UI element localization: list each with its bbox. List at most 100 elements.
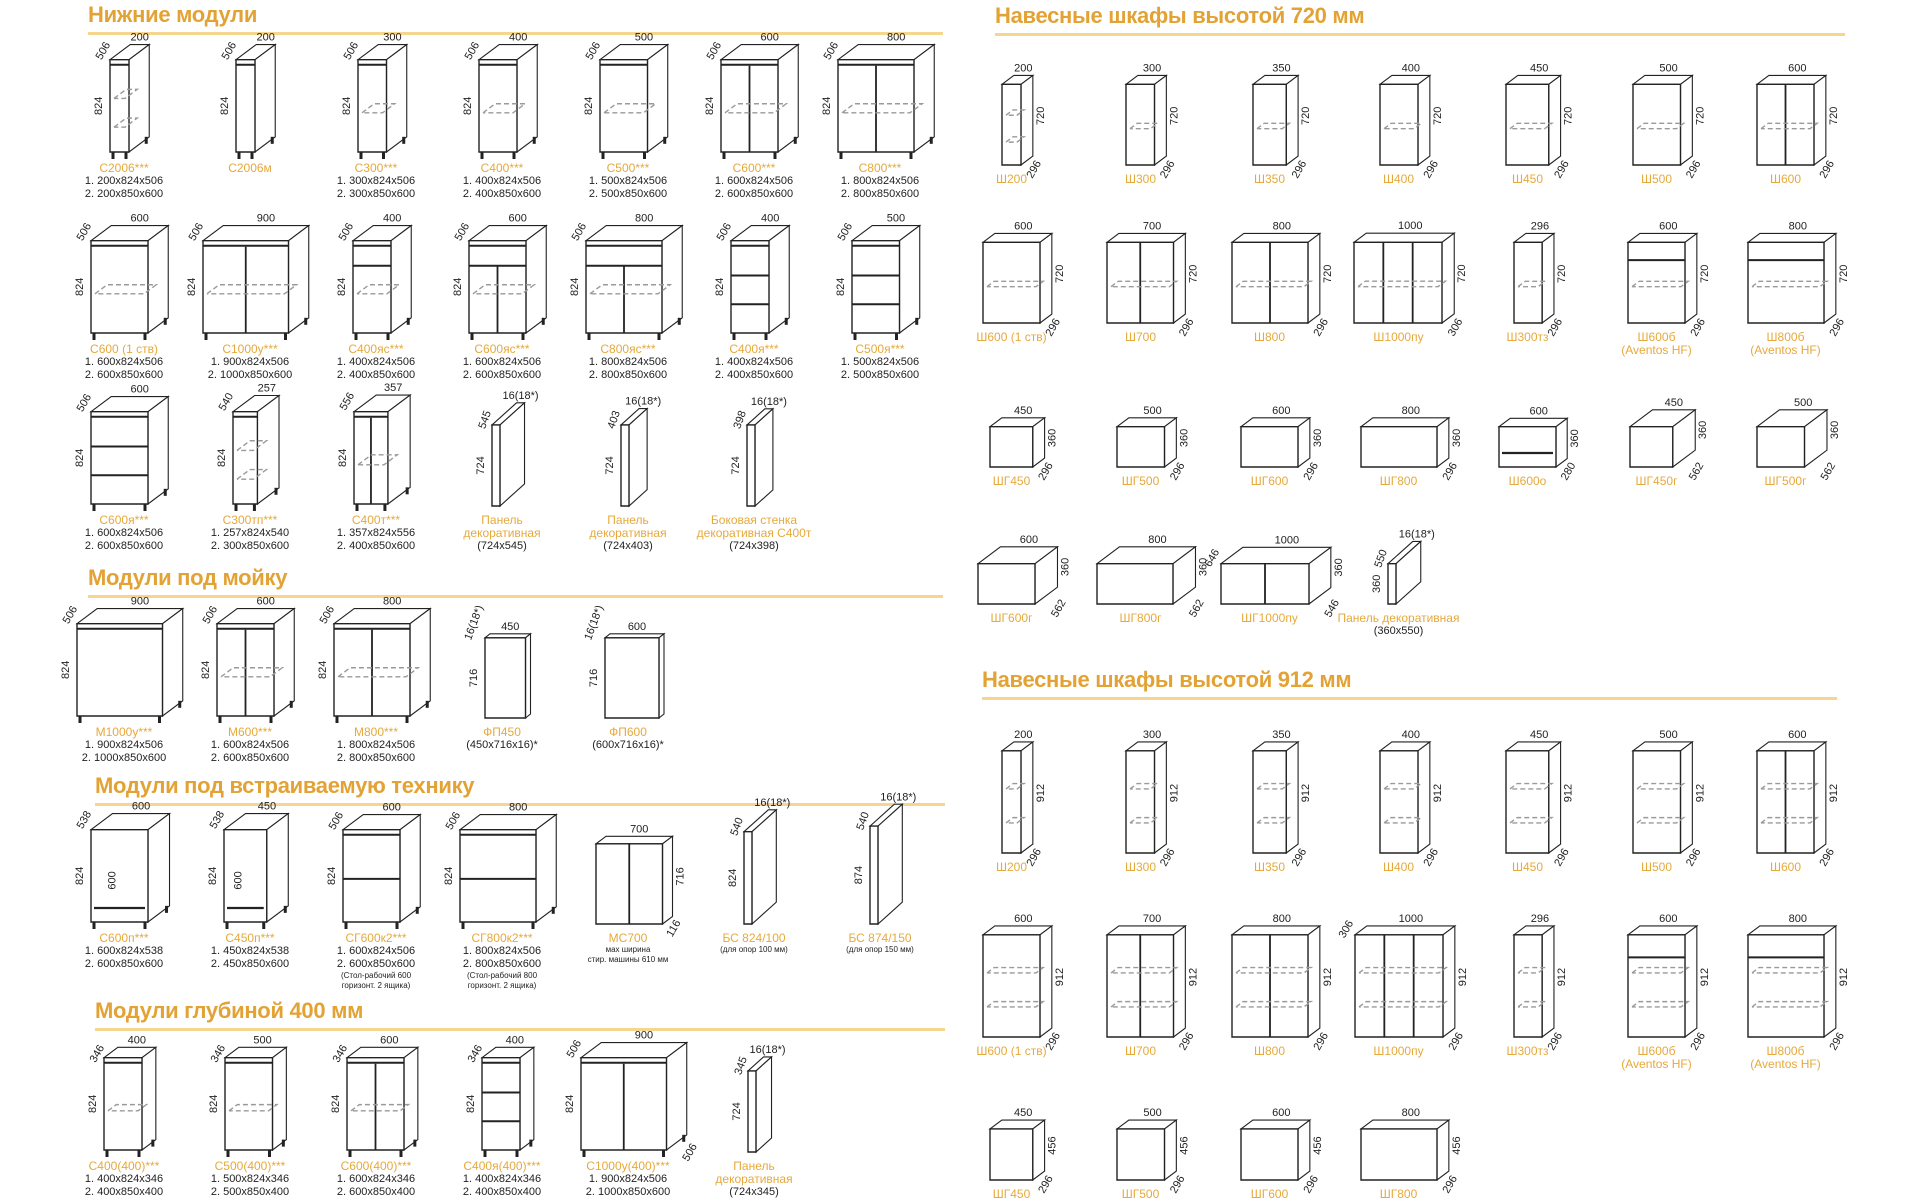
width-dimension: 450 [1530,729,1548,741]
width-dimension: 450 [1014,1107,1032,1119]
height-dimension: 824 [462,97,474,115]
shelf-dashed [236,440,269,452]
width-dimension: 400 [761,213,779,225]
item-name: ФП600 [609,725,647,739]
shelf-dashed [1110,1000,1179,1008]
shelf-dashed [1760,782,1820,790]
cabinet-leg [151,1139,155,1147]
cabinet-side [1541,232,1555,325]
width-dimension: 350 [1272,729,1290,741]
item-note: стир. машины 610 мм [587,955,669,964]
cabinet-leg [283,905,287,913]
item-name: ШГ600г [990,611,1033,625]
cabinet-front [620,424,630,507]
cabinet-front [1116,425,1166,468]
cabinet-front [235,59,256,153]
shelf-dashed [1005,136,1027,143]
cabinet-front [491,424,501,507]
cabinet-side [399,813,421,924]
cabinet-leg [143,333,147,340]
cabinet-leg [304,317,308,325]
height-dimension: 912 [1322,968,1334,986]
section-heading: Модули глубиной 400 мм [95,998,364,1023]
height-dimension: 824 [465,1095,477,1113]
cabinet-side [1436,1118,1450,1182]
item-name: С2006*** [99,161,149,175]
cabinet-front [1747,934,1825,1038]
cabinet-leg [218,716,222,723]
item-name: С500я*** [855,342,905,356]
cabinet-leg [383,504,387,511]
cabinet-side [661,224,683,335]
item-name: ФП450 [483,725,521,739]
item-spec: 1. 600x824x506 [84,527,164,539]
cabinet-front [604,637,660,719]
item-spec: 1. 900x824x506 [84,739,164,751]
item-name: С500*** [606,161,650,175]
item-spec: (724x345) [729,1186,779,1198]
item-spec: 1. 600x824x506 [462,356,542,368]
item-name: С1000у*** [222,342,278,356]
height-dimension: 360 [1697,421,1709,439]
item-spec: 2. 500x850x600 [588,188,668,200]
height-dimension: 824 [330,1095,342,1113]
cabinet-front [1360,425,1438,468]
cabinet-leg [382,152,385,159]
height-dimension: 456 [1178,1136,1190,1154]
height-dimension: 824 [186,278,198,296]
cabinet-front [223,829,268,923]
item-spec: 1. 400x824x346 [462,1173,542,1185]
cabinet-leg [541,317,545,325]
shelf-dashed [724,103,789,114]
cabinet-side [665,1041,688,1152]
height-dimension: 824 [93,97,105,115]
item-note: горизонт. 2 ящика) [341,981,411,990]
shelf-dashed [841,103,925,114]
shelf-dashed [1235,966,1314,974]
width-dimension: 500 [635,32,653,44]
item-spec: 1. 400x824x346 [84,1173,164,1185]
depth-dimension: 506 [565,1038,585,1060]
item-name: ШГ600 [1250,1187,1289,1201]
shelf-dashed [1636,816,1686,824]
shelf-dashed [236,468,269,480]
cabinet-front [1756,425,1806,468]
width-dimension: 600 [131,384,149,396]
item-spec: 2. 1000x850x600 [207,369,293,381]
item-name: Панель декоративная [589,513,667,540]
cabinet-front [1001,750,1022,854]
width-dimension: 600 [1530,405,1548,417]
height-dimension: 824 [727,869,739,887]
shelf-dashed [1110,280,1179,288]
cabinet-side [1297,1118,1311,1182]
width-dimension: 450 [1014,405,1032,417]
cabinet-side [535,813,557,924]
height-dimension: 720 [1456,264,1468,282]
cabinet-leg [895,333,898,340]
cabinet-side [385,43,408,154]
depth-dimension: 506 [220,40,240,62]
shelf-dashed [1751,280,1830,288]
item-note: мах ширина [605,945,651,954]
cabinet-leg [677,317,681,325]
item-name: С1000у(400)*** [586,1159,670,1173]
cabinet-leg [405,487,409,495]
depth-dimension: 540 [728,816,746,837]
depth-dimension: 506 [61,604,81,626]
